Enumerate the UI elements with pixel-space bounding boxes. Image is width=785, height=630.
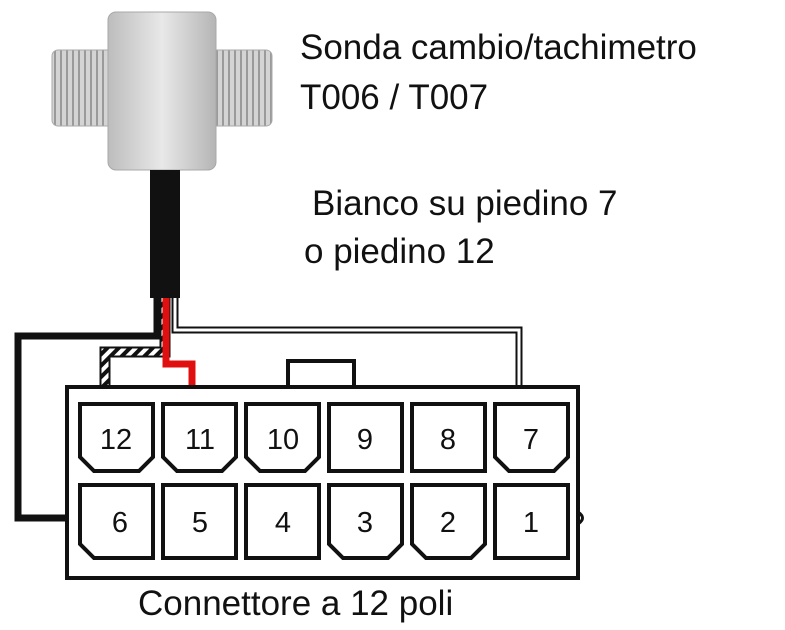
pin-label-5: 5 xyxy=(192,507,208,539)
pin-label-8: 8 xyxy=(440,424,456,456)
pin-label-2: 2 xyxy=(440,507,456,539)
pin-9 xyxy=(327,402,404,473)
wiring-note-line2: o piedino 12 xyxy=(304,232,495,271)
connector: 12 11 10 9 8 7 6 5 4 3 2 1 xyxy=(65,359,584,580)
pin-6 xyxy=(78,483,155,560)
black-wire xyxy=(14,298,161,522)
sensor-model: T006 / T007 xyxy=(300,78,489,117)
sensor-thread-right xyxy=(209,49,273,127)
pin-12 xyxy=(78,402,155,473)
white-wire xyxy=(171,298,523,412)
pin-label-6: 6 xyxy=(112,507,128,539)
pin-label-12: 12 xyxy=(100,424,132,456)
pin-11 xyxy=(161,402,238,473)
pin-label-3: 3 xyxy=(357,507,373,539)
connector-latch xyxy=(286,359,356,391)
connector-caption: Connettore a 12 poli xyxy=(138,584,454,623)
sensor-body xyxy=(107,11,217,171)
wiring-note-line1: Bianco su piedino 7 xyxy=(312,184,618,223)
pin-10 xyxy=(244,402,321,473)
pin-label-1: 1 xyxy=(523,507,539,539)
sensor-title: Sonda cambio/tachimetro xyxy=(300,28,697,67)
pin-label-10: 10 xyxy=(267,424,299,456)
pin-2 xyxy=(410,483,487,560)
pin-7 xyxy=(493,402,570,473)
sensor xyxy=(51,11,273,171)
pin-3 xyxy=(327,483,404,560)
pin-8 xyxy=(410,402,487,473)
pin-label-4: 4 xyxy=(275,507,291,539)
pin-label-7: 7 xyxy=(523,424,539,456)
pin-4 xyxy=(244,483,321,560)
pin-5 xyxy=(161,483,238,560)
pin-label-9: 9 xyxy=(357,424,373,456)
sensor-thread-left xyxy=(51,49,118,127)
connector-notch xyxy=(577,510,584,526)
sensor-cable xyxy=(150,170,180,298)
pin-1 xyxy=(493,483,570,560)
pin-label-11: 11 xyxy=(185,424,215,456)
